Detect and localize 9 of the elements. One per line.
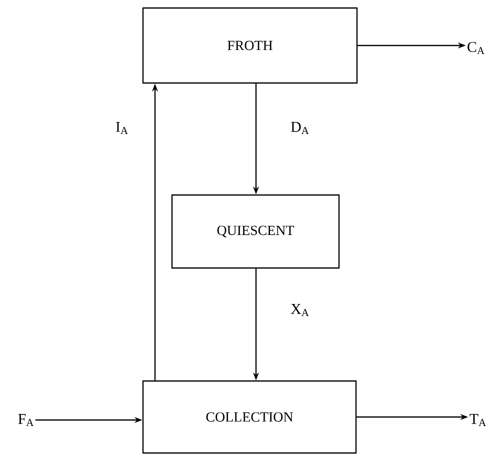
stream-label: C$_{A}$ <box>468 42 484 54</box>
process-box: COLLECTION <box>142 380 357 454</box>
stream-label: T$_{A}$ <box>470 414 486 426</box>
process-box: FROTH <box>142 7 358 84</box>
edge-label: I$_{A}$ <box>116 122 128 134</box>
process-box: QUIESCENT <box>171 194 340 269</box>
edge-label: X$_{A}$ <box>290 304 309 316</box>
edge-label: D$_{A}$ <box>291 122 309 134</box>
stream-label: F$_{A}$ <box>18 414 34 426</box>
